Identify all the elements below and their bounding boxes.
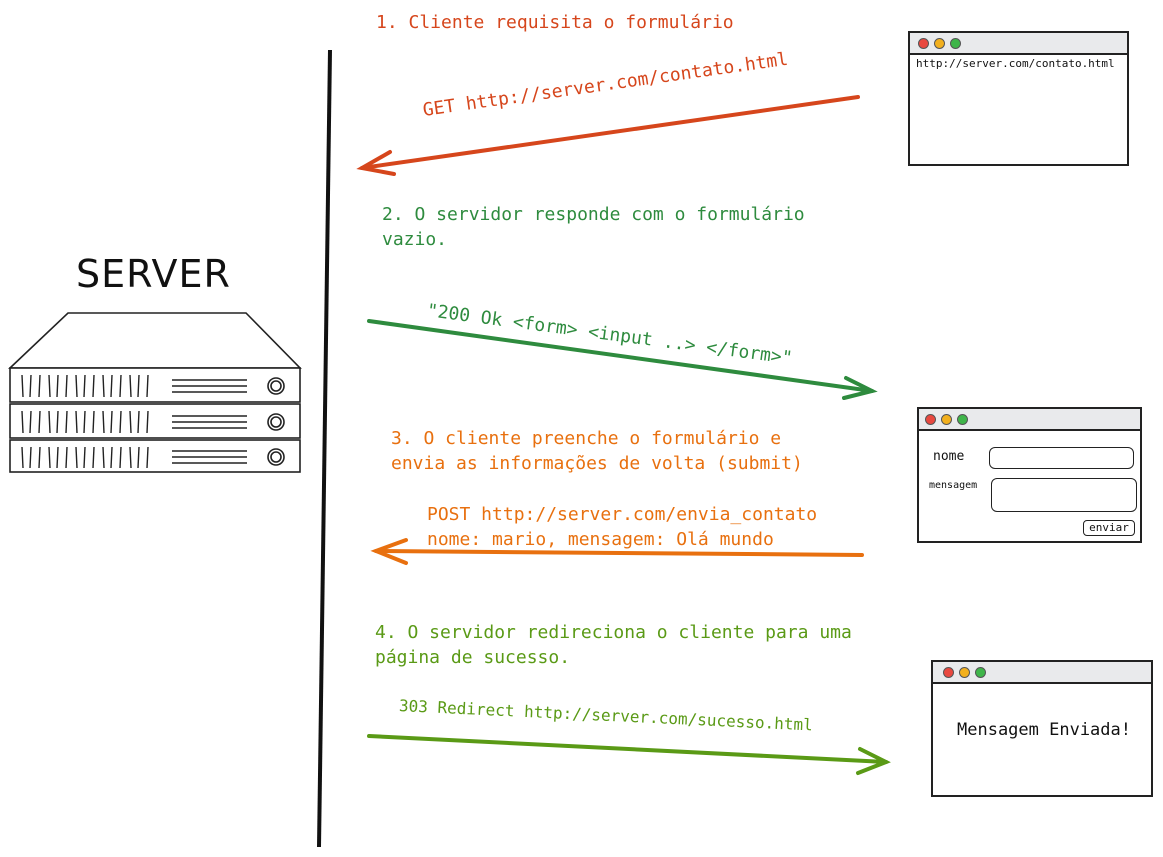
nome-label: nome xyxy=(933,449,965,464)
maximize-dot-icon xyxy=(957,414,968,425)
step-3-line-2: envia as informações de volta (submit) xyxy=(391,453,803,474)
maximize-dot-icon xyxy=(975,667,986,678)
arrow-get xyxy=(356,95,860,176)
success-message: Mensagem Enviada! xyxy=(957,720,1131,740)
minimize-dot-icon xyxy=(941,414,952,425)
close-dot-icon xyxy=(925,414,936,425)
browser-window-success: Mensagem Enviada! xyxy=(931,660,1153,797)
minimize-dot-icon xyxy=(934,38,945,49)
mensagem-label: mensagem xyxy=(929,480,978,491)
step-2-line-1: 2. O servidor responde com o formulário xyxy=(382,204,805,225)
nome-input[interactable] xyxy=(989,447,1134,469)
step-4-text: 4. O servidor redireciona o cliente para… xyxy=(375,620,852,670)
browser-window-request: http://server.com/contato.html xyxy=(908,31,1129,166)
close-dot-icon xyxy=(918,38,929,49)
step-1-text: 1. Cliente requisita o formulário xyxy=(376,12,734,33)
browser-url: http://server.com/contato.html xyxy=(916,57,1115,70)
post-line-2: nome: mario, mensagem: Olá mundo xyxy=(427,529,774,550)
minimize-dot-icon xyxy=(959,667,970,678)
browser-window-form: nome mensagem enviar xyxy=(917,407,1142,543)
arrow-post xyxy=(370,538,864,565)
step-2-line-2: vazio. xyxy=(382,229,448,250)
browser-titlebar xyxy=(933,662,1151,684)
browser-titlebar xyxy=(919,409,1140,431)
close-dot-icon xyxy=(943,667,954,678)
step-4-line-1: 4. O servidor redireciona o cliente para… xyxy=(375,622,852,643)
timeline-divider xyxy=(317,49,332,848)
step-2-text: 2. O servidor responde com o formulário … xyxy=(382,202,805,252)
server-title: SERVER xyxy=(76,252,231,296)
browser-titlebar xyxy=(910,33,1127,55)
step-4-line-2: página de sucesso. xyxy=(375,647,571,668)
mensagem-input[interactable] xyxy=(991,478,1137,512)
enviar-button[interactable]: enviar xyxy=(1083,520,1135,536)
maximize-dot-icon xyxy=(950,38,961,49)
server-rack-icon xyxy=(7,312,302,473)
post-request-label: POST http://server.com/envia_contato nom… xyxy=(427,502,817,552)
arrow-redirect xyxy=(367,734,891,775)
step-3-line-1: 3. O cliente preenche o formulário e xyxy=(391,428,782,449)
post-line-1: POST http://server.com/envia_contato xyxy=(427,504,818,525)
arrow-200 xyxy=(367,319,878,400)
step-3-text: 3. O cliente preenche o formulário e env… xyxy=(391,426,803,476)
